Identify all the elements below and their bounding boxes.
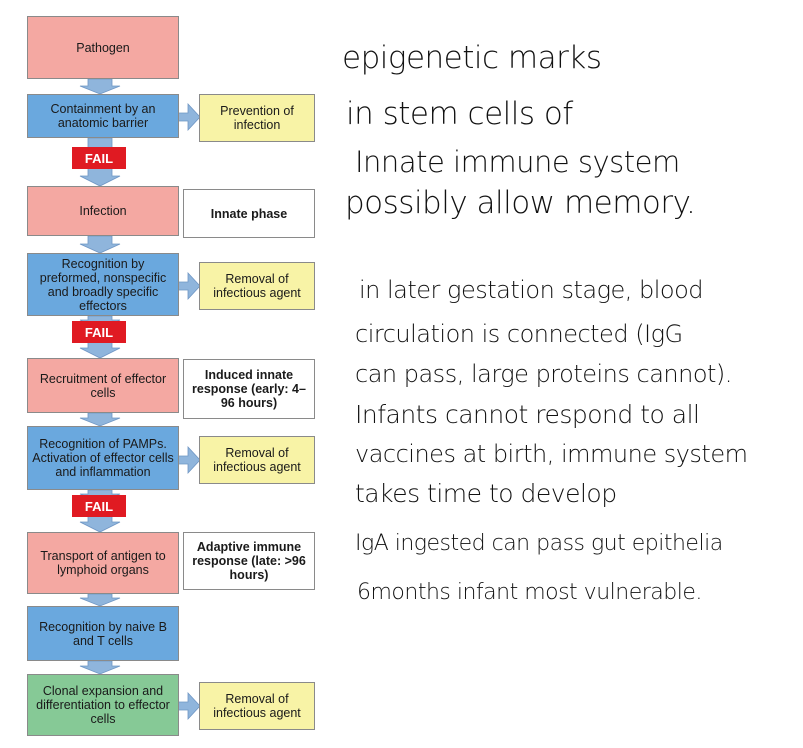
handwritten-note-line: Innate immune system — [355, 145, 680, 179]
removal-box-2: Removal of infectious agent — [199, 436, 315, 484]
down-arrow — [79, 412, 121, 427]
right-arrow — [177, 271, 201, 301]
down-arrow — [79, 593, 121, 607]
removal-box-3: Removal of infectious agent — [199, 682, 315, 730]
recognition-pamps-box: Recognition of PAMPs. Activation of effe… — [27, 426, 179, 490]
down-arrow — [79, 78, 121, 95]
adaptive-box: Adaptive immune response (late: >96 hour… — [183, 532, 315, 590]
innate-phase-box: Innate phase — [183, 189, 315, 238]
handwritten-note-line: circulation is connected (IgG — [355, 320, 683, 348]
down-arrow — [79, 660, 121, 675]
induced-innate-box: Induced innate response (early: 4–96 hou… — [183, 359, 315, 419]
fail-label: FAIL — [72, 147, 126, 169]
handwritten-note-line: possibly allow memory. — [345, 185, 696, 221]
right-arrow — [177, 102, 201, 132]
down-arrow — [79, 515, 121, 533]
right-arrow — [177, 445, 201, 475]
down-arrow — [79, 235, 121, 254]
down-arrow — [79, 341, 121, 359]
right-arrow — [177, 691, 201, 721]
down-arrow — [79, 167, 121, 187]
fail-label: FAIL — [72, 495, 126, 517]
handwritten-note-line: can pass, large proteins cannot). — [355, 360, 732, 388]
clonal-expansion-box: Clonal expansion and differentiation to … — [27, 674, 179, 736]
handwritten-note-line: 6months infant most vulnerable. — [357, 580, 702, 605]
handwritten-note-line: Infants cannot respond to all — [355, 400, 700, 429]
handwritten-note-line: takes time to develop — [355, 479, 617, 508]
handwritten-note-line: IgA ingested can pass gut epithelia — [355, 531, 723, 556]
removal-box-1: Removal of infectious agent — [199, 262, 315, 310]
handwritten-note-line: in stem cells of — [346, 96, 573, 132]
recognition-preformed-box: Recognition by preformed, nonspecific an… — [27, 253, 179, 316]
infection-box: Infection — [27, 186, 179, 236]
containment-box: Containment by an anatomic barrier — [27, 94, 179, 138]
recruitment-box: Recruitment of effector cells — [27, 358, 179, 413]
handwritten-note-line: vaccines at birth, immune system — [355, 440, 748, 468]
prevention-box: Prevention of infection — [199, 94, 315, 142]
fail-label: FAIL — [72, 321, 126, 343]
handwritten-note-line: in later gestation stage, blood — [359, 276, 704, 304]
recognition-naive-box: Recognition by naive B and T cells — [27, 606, 179, 661]
pathogen-box: Pathogen — [27, 16, 179, 79]
handwritten-note-line: epigenetic marks — [342, 40, 602, 76]
transport-box: Transport of antigen to lymphoid organs — [27, 532, 179, 594]
